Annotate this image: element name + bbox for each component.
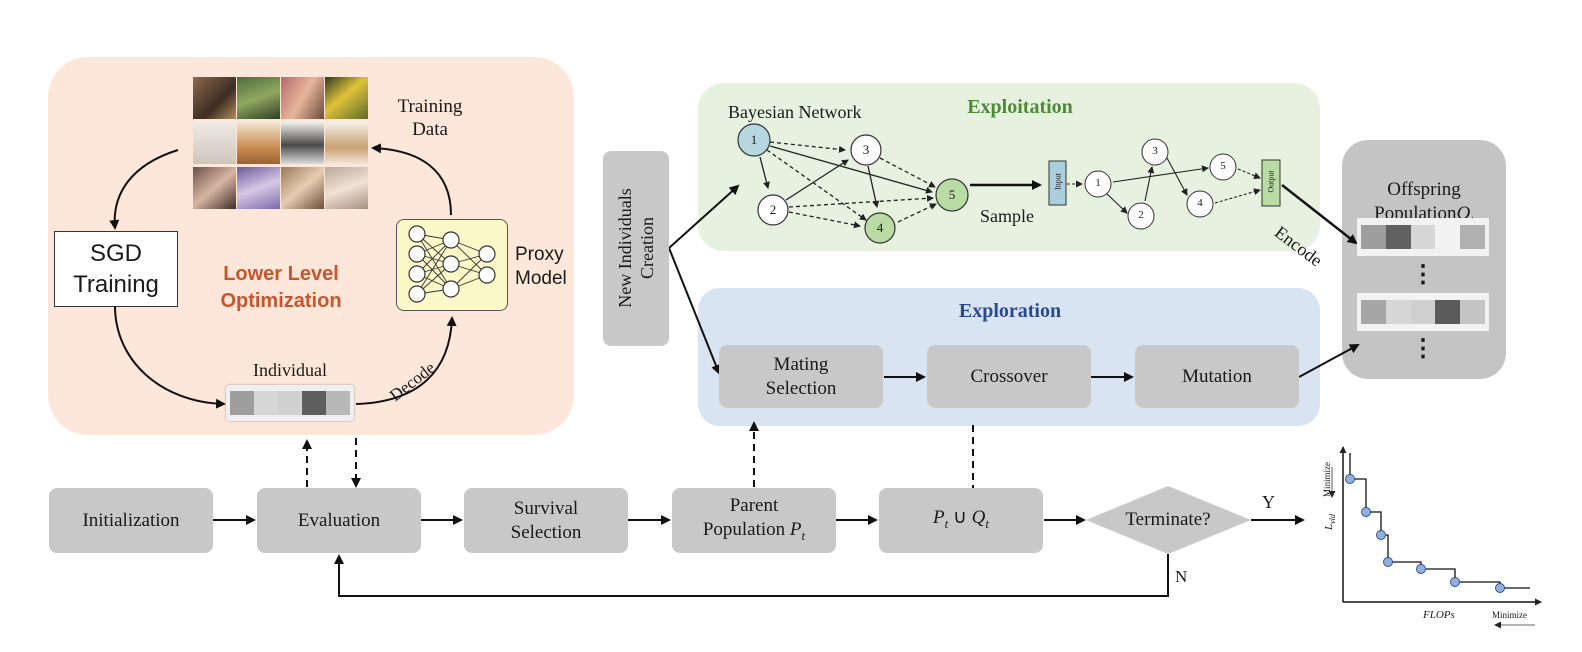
baby-thumbnail	[193, 167, 236, 209]
encoding-cell	[302, 391, 326, 415]
butterfly-thumbnail	[193, 77, 236, 119]
arrow-mutation-to-offspring	[1298, 344, 1360, 378]
encoding-cell	[1435, 300, 1461, 324]
encoding-cell	[1385, 225, 1411, 249]
pareto-minimize-x: Minimize	[1492, 610, 1527, 620]
encoding-cell	[326, 391, 350, 415]
mating-selection-box: Mating Selection	[719, 345, 883, 408]
sgd-training-box: SGD Training	[54, 231, 178, 307]
union-population-box: Pt ∪ Qt	[879, 488, 1043, 553]
proxy-model-label: Proxy Model	[515, 244, 567, 289]
pareto-point	[1376, 530, 1386, 540]
pareto-ylabel: Lvld	[1323, 514, 1338, 530]
dag-node-5: 5	[1220, 160, 1226, 172]
encoding-cell	[1460, 225, 1485, 249]
arrow-data-to-sgd	[109, 149, 179, 230]
arrow-new-to-exploration	[668, 247, 721, 375]
encoding-cell	[1385, 300, 1411, 324]
dag-input-label: Input	[1053, 173, 1063, 190]
survival-selection-box: Survival Selection	[464, 488, 628, 553]
encoding-cell	[230, 391, 254, 415]
encoding-cell	[1410, 300, 1436, 324]
arrow-proxy-to-data	[371, 143, 452, 216]
training-data-image-grid	[193, 77, 369, 209]
baby-thumbnail	[237, 167, 280, 209]
chair-thumbnail	[193, 122, 236, 164]
initialization-box: Initialization	[49, 488, 213, 553]
chair-thumbnail	[281, 122, 324, 164]
exploitation-title: Exploitation	[967, 96, 1073, 118]
individual-label: Individual	[253, 360, 327, 380]
arrow-new-to-exploitation	[668, 184, 740, 249]
individual-encoding	[226, 385, 354, 421]
baby-thumbnail	[281, 167, 324, 209]
dag-output-label: Output	[1266, 170, 1276, 193]
arrow-feedback-loop	[334, 554, 1169, 597]
offspring-ellipsis-2: ⋮	[1411, 336, 1435, 362]
pareto-point	[1450, 577, 1460, 587]
dag-input-node	[1048, 160, 1067, 206]
dag-node-3: 3	[1152, 145, 1158, 157]
bayesian-network-nodes	[737, 123, 969, 244]
crossover-box: Crossover	[927, 345, 1091, 408]
bn-node-1: 1	[750, 132, 758, 147]
parent-population-box: Parent Population Pt	[672, 488, 836, 553]
dag-output-node	[1261, 159, 1281, 207]
bn-node-4: 4	[876, 220, 884, 235]
encoding-cell	[1460, 300, 1485, 324]
chair-thumbnail	[237, 122, 280, 164]
encoding-cell	[254, 391, 278, 415]
new-individuals-box: New Individuals Creation	[603, 151, 669, 346]
yes-label: Y	[1262, 492, 1275, 512]
encoding-cell	[278, 391, 302, 415]
bn-node-2: 2	[769, 202, 777, 217]
evaluation-box: Evaluation	[257, 488, 421, 553]
pareto-point	[1416, 564, 1426, 574]
chair-thumbnail	[325, 122, 368, 164]
mutation-box: Mutation	[1135, 345, 1299, 408]
sample-label: Sample	[980, 206, 1034, 226]
training-data-label: Training Data	[397, 96, 463, 140]
proxy-model-box	[396, 219, 508, 311]
encoding-cell	[1361, 300, 1386, 324]
no-label: N	[1175, 567, 1188, 586]
arrow-sgd-to-individual	[114, 305, 226, 409]
offspring-panel	[1342, 140, 1506, 379]
dag-node-2: 2	[1138, 209, 1144, 221]
bn-node-3: 3	[862, 142, 870, 157]
pareto-plot	[1328, 446, 1542, 629]
encoding-cell	[1410, 225, 1436, 249]
butterfly-thumbnail	[325, 77, 368, 119]
terminate-label: Terminate?	[1125, 509, 1211, 530]
pareto-point	[1361, 507, 1371, 517]
butterfly-thumbnail	[281, 77, 324, 119]
pareto-point	[1345, 474, 1355, 484]
bayesian-network-label: Bayesian Network	[728, 102, 862, 122]
pareto-point	[1495, 583, 1505, 593]
new-individuals-label: New Individuals Creation	[615, 188, 657, 308]
encoding-cell	[1435, 225, 1461, 249]
dag-nodes	[1084, 138, 1237, 230]
offspring-encoding-1	[1357, 218, 1489, 256]
neural-network-icon	[408, 225, 496, 303]
baby-thumbnail	[325, 167, 368, 209]
pareto-xlabel: FLOPs	[1423, 609, 1455, 621]
parent-p-symbol: P	[789, 518, 802, 540]
arrow-encode	[1281, 184, 1358, 245]
encoding-cell	[1361, 225, 1386, 249]
exploration-title: Exploration	[958, 300, 1062, 322]
arrow-individual-to-proxy	[355, 316, 457, 405]
offspring-encoding-2	[1357, 293, 1489, 331]
bn-node-5: 5	[948, 187, 956, 202]
sgd-training-label: SGD Training	[73, 240, 159, 298]
pareto-minimize-y: Minimize	[1322, 462, 1332, 497]
lower-level-title: Lower Level Optimization	[220, 263, 342, 312]
butterfly-thumbnail	[237, 77, 280, 119]
dag-node-1: 1	[1095, 177, 1101, 189]
terminate-diamond	[1086, 486, 1251, 554]
dag-node-4: 4	[1197, 197, 1203, 209]
offspring-ellipsis-1: ⋮	[1411, 262, 1435, 288]
pareto-point	[1383, 557, 1393, 567]
